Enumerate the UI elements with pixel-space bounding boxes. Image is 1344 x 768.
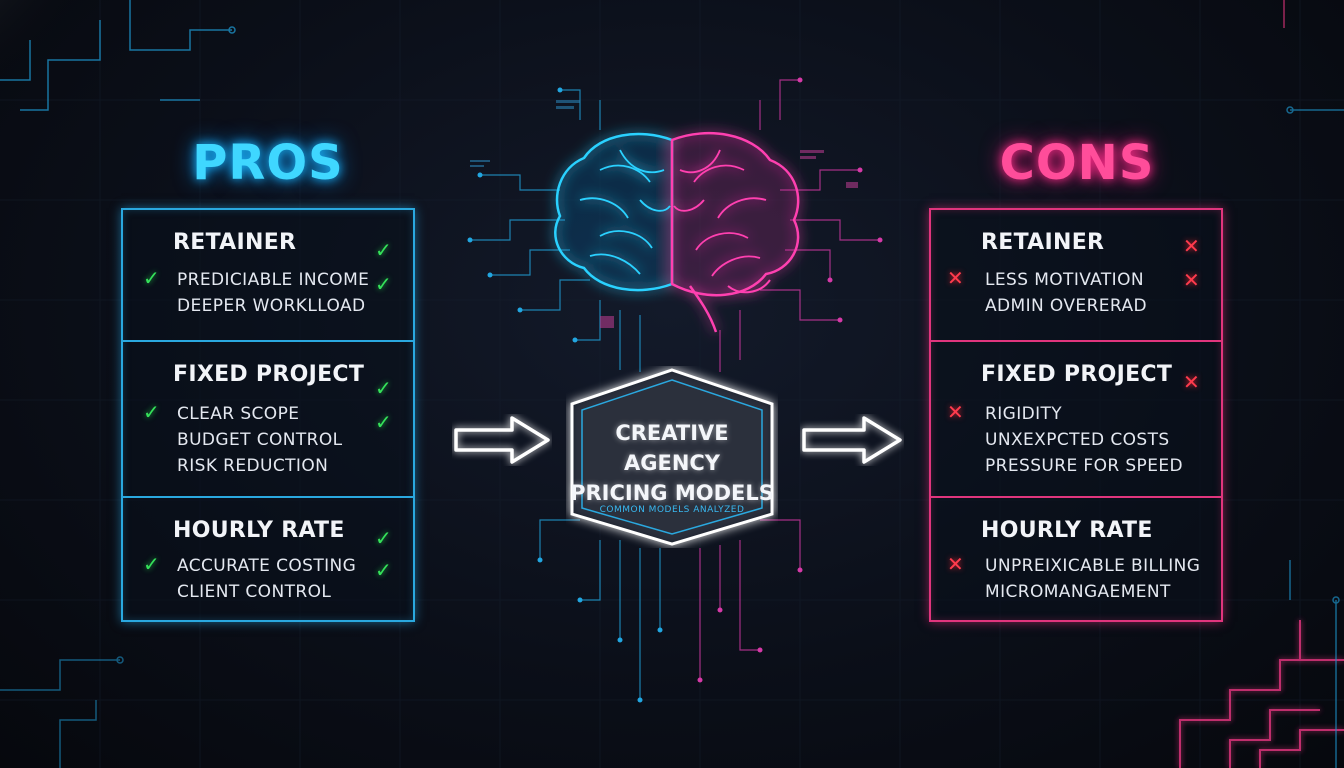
list-item: ACCURATE COSTING [177,556,357,576]
center-title: CREATIVE AGENCY PRICING MODELS [566,418,778,508]
cross-icon: ✕ [1183,370,1200,394]
section-title: RETAINER [981,230,1105,255]
section-title: RETAINER [173,230,297,255]
pros-section-hourly-rate: HOURLY RATE ACCURATE COSTING CLIENT CONT… [123,496,413,620]
pros-section-retainer: RETAINER PREDICIABLE INCOME DEEPER WORKL… [123,210,413,340]
cons-section-fixed-project: FIXED PROJECT RIGIDITY UNXEXPCTED COSTS … [931,340,1221,496]
cross-icon: ✕ [947,552,964,576]
cons-section-hourly-rate: HOURLY RATE UNPREIXICABLE BILLING MICROM… [931,496,1221,620]
cons-section-retainer: RETAINER LESS MOTIVATION ADMIN OVERERAD … [931,210,1221,340]
list-item: PREDICIABLE INCOME [177,270,370,290]
check-icon: ✓ [143,400,160,424]
cross-icon: ✕ [1183,234,1200,258]
list-item: UNPREIXICABLE BILLING [985,556,1201,576]
check-icon: ✓ [375,376,392,400]
cross-icon: ✕ [1183,268,1200,292]
section-title: HOURLY RATE [981,518,1153,543]
list-item: RISK REDUCTION [177,456,329,476]
list-item: CLEAR SCOPE [177,404,300,424]
check-icon: ✓ [375,410,392,434]
check-icon: ✓ [375,526,392,550]
list-item: ADMIN OVERERAD [985,296,1147,316]
list-item: MICROMANGAEMENT [985,582,1171,602]
list-item: UNXEXPCTED COSTS [985,430,1170,450]
cons-panel: RETAINER LESS MOTIVATION ADMIN OVERERAD … [929,208,1223,622]
center-subtitle: COMMON MODELS ANALYZED [599,505,745,515]
pros-section-fixed-project: FIXED PROJECT CLEAR SCOPE BUDGET CONTROL… [123,340,413,496]
check-icon: ✓ [143,266,160,290]
brain-icon [554,132,800,333]
section-title: FIXED PROJECT [981,362,1173,387]
center-hexagon [570,368,774,546]
cross-icon: ✕ [947,400,964,424]
center-title-line1: CREATIVE AGENCY [615,421,729,475]
check-icon: ✓ [143,552,160,576]
section-title: FIXED PROJECT [173,362,365,387]
list-item: RIGIDITY [985,404,1063,424]
cons-title: CONS [999,135,1155,191]
list-item: BUDGET CONTROL [177,430,343,450]
pros-panel: RETAINER PREDICIABLE INCOME DEEPER WORKL… [121,208,415,622]
check-icon: ✓ [375,558,392,582]
list-item: DEEPER WORKLLOAD [177,296,366,316]
check-icon: ✓ [375,238,392,262]
section-title: HOURLY RATE [173,518,345,543]
center-title-line2: PRICING MODELS [570,481,774,505]
list-item: CLIENT CONTROL [177,582,332,602]
right-arrow-icon [454,416,550,464]
list-item: LESS MOTIVATION [985,270,1144,290]
pros-title: PROS [192,135,344,191]
right-arrow-icon [802,416,902,464]
check-icon: ✓ [375,272,392,296]
list-item: PRESSURE FOR SPEED [985,456,1183,476]
cross-icon: ✕ [947,266,964,290]
